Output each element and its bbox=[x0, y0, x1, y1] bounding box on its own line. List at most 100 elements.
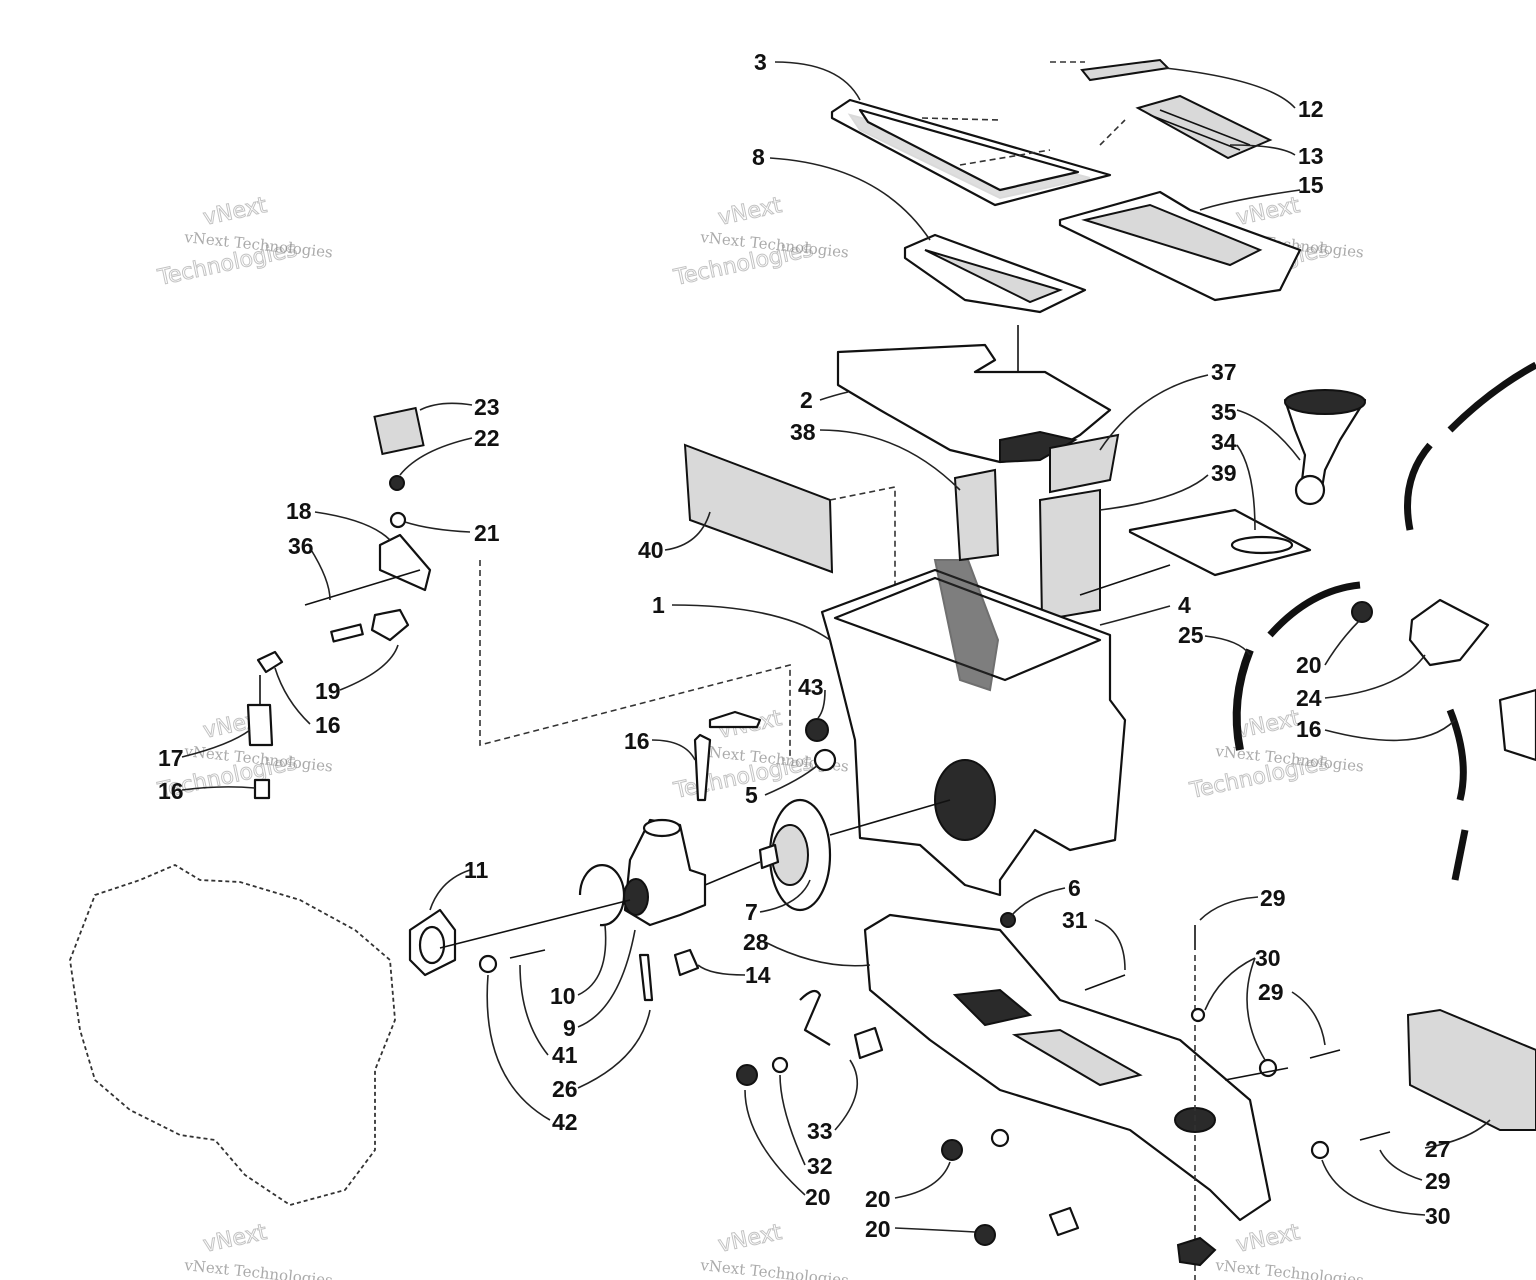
watermark-bottom-center: vNext vNext Technologies bbox=[699, 1219, 850, 1280]
callout-2: 2 bbox=[800, 387, 813, 413]
svg-text:vNext: vNext bbox=[1234, 1220, 1302, 1258]
callout-29-mid: 29 bbox=[1258, 979, 1284, 1005]
washer-20-mid bbox=[990, 1128, 1010, 1148]
callout-18: 18 bbox=[286, 498, 312, 524]
screw-part-41 bbox=[509, 949, 546, 959]
callout-38: 38 bbox=[790, 419, 816, 445]
intake-duct-part-28 bbox=[863, 913, 1272, 1222]
callout-1: 1 bbox=[652, 592, 665, 618]
bolt-part-29-lower bbox=[1359, 1131, 1391, 1141]
valve-part-24 bbox=[1408, 598, 1490, 667]
screw-part-36 bbox=[304, 569, 421, 606]
washer-33-plate bbox=[853, 1026, 884, 1060]
callout-16-lower: 16 bbox=[158, 778, 184, 804]
watermark-bottom-left: vNext vNext Technologies bbox=[183, 1219, 334, 1280]
washer-part-42 bbox=[478, 954, 498, 974]
clamp-part-20-upper bbox=[1351, 601, 1373, 623]
bolt-part-29-mid bbox=[1309, 1049, 1341, 1059]
svg-text:vNext Technologies: vNext Technologies bbox=[183, 1256, 334, 1280]
svg-text:vNext Technologies: vNext Technologies bbox=[699, 1256, 850, 1280]
callout-43: 43 bbox=[798, 674, 824, 700]
callout-36: 36 bbox=[288, 533, 314, 559]
callout-22: 22 bbox=[474, 425, 500, 451]
callout-20-lower: 20 bbox=[865, 1216, 891, 1242]
watermark-bottom-right: vNext vNext Technologies bbox=[1214, 1219, 1365, 1280]
svg-text:vNext: vNext bbox=[201, 1220, 269, 1258]
plate-hole bbox=[1230, 535, 1294, 555]
callout-26: 26 bbox=[552, 1076, 578, 1102]
hose-connector bbox=[330, 623, 364, 643]
callout-29-lower: 29 bbox=[1425, 1168, 1451, 1194]
callout-42: 42 bbox=[552, 1109, 578, 1135]
nut-part-20-mid bbox=[941, 1139, 963, 1161]
plate-part-34 bbox=[1128, 508, 1312, 577]
callout-13: 13 bbox=[1298, 143, 1324, 169]
callout-41: 41 bbox=[552, 1042, 578, 1068]
callout-28: 28 bbox=[743, 929, 769, 955]
pad-part-27 bbox=[1406, 1008, 1536, 1131]
fuel-filter-part-17 bbox=[246, 703, 274, 747]
callout-30-upper: 30 bbox=[1255, 945, 1281, 971]
callout-20-left: 20 bbox=[805, 1184, 831, 1210]
watermark-top-center: vNext vNext Technologies Technologies bbox=[671, 192, 850, 291]
svg-text:vNext: vNext bbox=[716, 1220, 784, 1258]
foam-part-40 bbox=[683, 443, 834, 574]
callout-29-top: 29 bbox=[1260, 885, 1286, 911]
callout-16-right: 16 bbox=[1296, 716, 1322, 742]
knob-bottom bbox=[1176, 1236, 1217, 1267]
callout-25: 25 bbox=[1178, 622, 1204, 648]
svg-text:vNext: vNext bbox=[201, 193, 269, 231]
callout-4: 4 bbox=[1178, 592, 1191, 618]
watermark-top-left: vNext vNext Technologies Technologies bbox=[155, 192, 334, 291]
nut-part-20-left bbox=[736, 1064, 758, 1086]
callout-33: 33 bbox=[807, 1118, 833, 1144]
elbow-part-35 bbox=[1283, 389, 1367, 506]
callout-labels: 3 12 8 13 15 37 35 2 34 39 38 23 22 18 2… bbox=[158, 49, 1451, 1242]
nut-part-6 bbox=[1000, 912, 1016, 928]
callout-20-mid: 20 bbox=[865, 1186, 891, 1212]
callout-17: 17 bbox=[158, 745, 184, 771]
nut-part-20-lower bbox=[974, 1224, 996, 1246]
engine-outline bbox=[69, 863, 396, 1206]
callout-14: 14 bbox=[745, 962, 771, 988]
callout-39: 39 bbox=[1211, 460, 1237, 486]
washer-part-21 bbox=[389, 511, 407, 529]
callout-20-upper: 20 bbox=[1296, 652, 1322, 678]
svg-text:vNext: vNext bbox=[1234, 706, 1302, 744]
rod-part-33 bbox=[799, 989, 831, 1046]
callout-16-left: 16 bbox=[315, 712, 341, 738]
airbox-body-part-1 bbox=[820, 559, 1127, 897]
callout-11: 11 bbox=[464, 857, 489, 883]
screw-part-31 bbox=[1084, 974, 1126, 991]
callout-24: 24 bbox=[1296, 685, 1322, 711]
washer-part-30-upper bbox=[1190, 1007, 1206, 1023]
hose-part-26 bbox=[638, 953, 654, 1002]
callout-7: 7 bbox=[745, 899, 758, 925]
washer-20-lower bbox=[1048, 1206, 1080, 1237]
fitting-right-edge bbox=[1498, 688, 1536, 762]
callout-9: 9 bbox=[563, 1015, 576, 1041]
nut-part-22 bbox=[389, 475, 405, 491]
callout-40: 40 bbox=[638, 537, 664, 563]
svg-text:vNext Technologies: vNext Technologies bbox=[1214, 1256, 1365, 1280]
callout-37: 37 bbox=[1211, 359, 1237, 385]
callout-23: 23 bbox=[474, 394, 500, 420]
carburetor-part-9 bbox=[623, 818, 707, 927]
foam-part-38 bbox=[953, 468, 1000, 562]
hose-part-16-lower bbox=[253, 778, 271, 800]
callout-27: 27 bbox=[1425, 1136, 1451, 1162]
callout-34: 34 bbox=[1211, 429, 1237, 455]
filter-element-part-8 bbox=[903, 233, 1087, 314]
adapter-part-7 bbox=[758, 798, 832, 912]
washer-part-30-lower bbox=[1310, 1140, 1330, 1160]
tee-fitting-part-19 bbox=[370, 608, 410, 642]
clamp-part-10 bbox=[578, 864, 626, 927]
panel-part-15 bbox=[1058, 190, 1302, 302]
decal-part-23 bbox=[373, 406, 425, 456]
fitting-part-14 bbox=[673, 948, 700, 977]
callout-15: 15 bbox=[1298, 172, 1324, 198]
svg-text:vNext: vNext bbox=[716, 193, 784, 231]
callout-30-lower: 30 bbox=[1425, 1203, 1451, 1229]
leader-lines bbox=[181, 61, 1491, 1233]
callout-8: 8 bbox=[752, 144, 765, 170]
